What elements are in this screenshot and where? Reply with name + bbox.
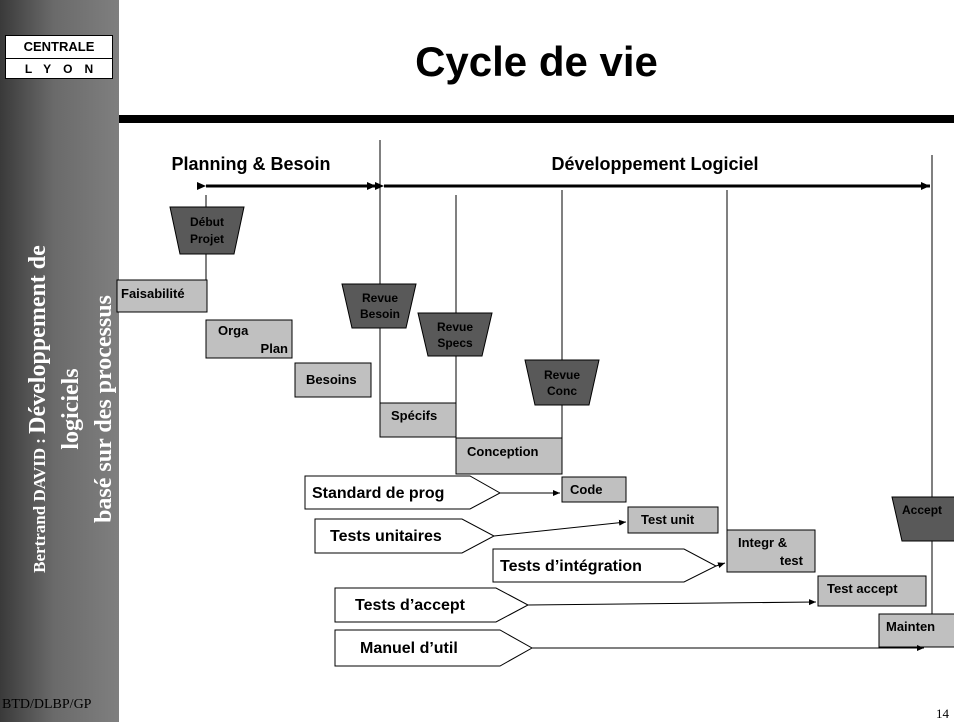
logo-line2: LYON — [24, 62, 106, 76]
doc-standard-de-prog — [304, 475, 502, 510]
doc-tests-accept — [334, 587, 530, 623]
doc-tests-unitaires — [314, 518, 496, 554]
activity-label: Besoins — [306, 372, 357, 387]
logo-line1: CENTRALE — [6, 36, 112, 59]
milestone-revue-specs — [417, 312, 493, 357]
activity-specifs — [379, 402, 457, 438]
activity-code — [561, 476, 627, 503]
milestone-debut-projet — [169, 206, 245, 255]
activity-label: Spécifs — [391, 408, 437, 423]
activity-label: Faisabilité — [121, 286, 185, 301]
activity-label: Plan — [261, 341, 289, 356]
activity-orga-plan — [205, 319, 293, 359]
milestone-label: Accept — [902, 503, 942, 517]
document-label: Tests unitaires — [330, 528, 442, 545]
activity-besoins — [294, 362, 372, 398]
phase-planning-label: Planning & Besoin — [171, 154, 330, 174]
activity-conception — [455, 437, 563, 475]
milestone-label: Revue — [437, 320, 473, 334]
activity-label: Test accept — [827, 581, 898, 596]
phase-development-label: Développement Logiciel — [551, 154, 758, 174]
milestone-label: Besoin — [360, 307, 400, 321]
footer-code: BTD/DLBP/GP — [2, 697, 92, 712]
document-label: Manuel d’util — [360, 640, 458, 657]
doc-tests-integration — [492, 548, 718, 583]
arrow-doc-to-test-unit — [493, 519, 627, 537]
milestone-accept — [891, 496, 954, 542]
document-label: Tests d’accept — [355, 597, 466, 614]
sidebar: CENTRALE LYON Bertrand DAVID : Développe… — [0, 0, 119, 722]
milestone-label: Revue — [544, 368, 580, 382]
milestone-revue-conc — [524, 359, 600, 406]
activity-label: Integr & — [738, 535, 787, 550]
milestone-label: Début — [190, 215, 224, 229]
activity-test-accept — [817, 575, 927, 607]
document-label: Standard de prog — [312, 485, 444, 502]
activity-mainten — [878, 613, 954, 648]
document-label: Tests d’intégration — [500, 558, 642, 575]
milestone-label: Revue — [362, 291, 398, 305]
activity-label: Conception — [467, 444, 539, 459]
activity-integr-test — [726, 529, 816, 573]
milestone-label: Conc — [547, 384, 577, 398]
milestone-label: Specs — [437, 336, 473, 350]
activity-test-unit — [627, 506, 719, 534]
title-divider — [119, 115, 954, 123]
activity-label: Mainten — [886, 619, 935, 634]
milestone-revue-besoin — [341, 283, 417, 329]
activity-faisabilite — [116, 279, 208, 313]
activity-label: Code — [570, 482, 603, 497]
activity-label: Test unit — [641, 512, 695, 527]
page-number: 14 — [936, 706, 949, 721]
centrale-lyon-logo: CENTRALE LYON — [5, 35, 113, 79]
arrow-doc-to-test-accept — [527, 599, 817, 606]
activity-label: Orga — [218, 323, 249, 338]
milestone-label: Projet — [190, 232, 224, 246]
slide-title: Cycle de vie — [415, 38, 658, 85]
doc-manuel-util — [334, 629, 534, 667]
activity-label: test — [780, 553, 804, 568]
arrow-doc-to-integr — [715, 562, 726, 569]
